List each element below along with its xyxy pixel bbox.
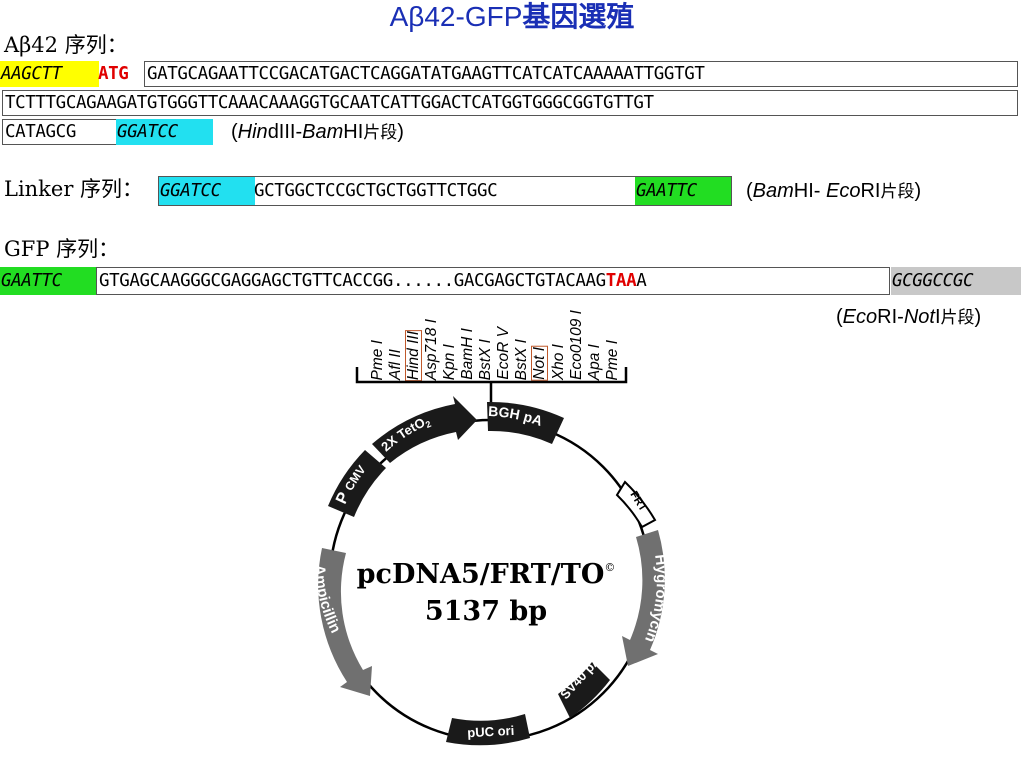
abeta-row-2: TCTTTGCAGAAGATGTGGGTTCAAACAAAGGTGCAATCAT… <box>2 90 1018 116</box>
noti-site-gfp: GCGGCCGC <box>891 267 1021 295</box>
frt-feature <box>615 480 657 529</box>
hygromycin-feature <box>622 530 665 666</box>
gfp-fragment-note: (EcoRI-NotI片段) <box>836 306 982 328</box>
abeta-seq-box-1: GATGCAGAATTCCGACATGACTCAGGATATGAAGTTCATC… <box>144 61 1018 87</box>
abeta-row-1: AAGCTT ATG GATGCAGAATTCCGACATGACTCAGGATA… <box>0 61 1020 87</box>
abeta-row-3: CATAGCG GGATCC <box>2 119 222 145</box>
linker-seq: GCTGGCTCCGCTGCTGGTTCTGGC <box>254 181 498 201</box>
gfp-row: GAATTC GTGAGCAAGGGCGAGGAGCTGTTCACCGG....… <box>0 267 1024 295</box>
start-codon: ATG <box>98 64 129 84</box>
gfp-seq-box: GTGAGCAAGGGCGAGGAGCTGTTCACCGG......GACGA… <box>96 267 890 295</box>
bamhi-site-linker: GGATCC <box>159 177 255 205</box>
page-title: Aβ42-GFP基因選殖 <box>0 0 1024 34</box>
plasmid-size: 5137 bp <box>425 596 547 627</box>
teto-feature <box>372 396 477 463</box>
plasmid-name: pcDNA5/FRT/TO© <box>357 559 616 590</box>
linker-row: GGATCC GCTGGCTCCGCTGCTGGTTCTGGC GAATTC <box>158 176 734 206</box>
abeta-seq-3: CATAGCG <box>5 122 76 142</box>
title-prefix: Aβ42-GFP <box>389 1 523 32</box>
gfp-seq: GTGAGCAAGGGCGAGGAGCTGTTCACCGG......GACGA… <box>99 271 606 291</box>
linker-box <box>158 176 732 206</box>
puc-label: pUC ori <box>467 723 515 740</box>
linker-fragment-note: (BamHI- EcoRI片段) <box>746 180 922 202</box>
ecori-site-linker: GAATTC <box>635 177 731 205</box>
ecori-site-gfp: GAATTC <box>0 267 97 295</box>
stop-codon: TAA <box>605 271 637 291</box>
linker-label: Linker 序列： <box>4 177 144 201</box>
abeta-fragment-note: (HindIII-BamHI片段) <box>231 121 404 143</box>
title-cjk: 基因選殖 <box>522 0 635 33</box>
puc-feature <box>446 714 530 746</box>
bgh-feature <box>487 401 564 444</box>
gfp-after: A <box>636 271 647 291</box>
abeta-label: Aβ42 序列： <box>4 33 128 57</box>
pcmv-feature <box>328 450 386 517</box>
abeta-seq-1: GATGCAGAATTCCGACATGACTCAGGATATGAAGTTCATC… <box>147 64 705 84</box>
ampicillin-feature <box>318 548 372 696</box>
bamhi-site-abeta: GGATCC <box>116 119 213 145</box>
hindiii-site: AAGCTT <box>0 61 99 87</box>
gfp-label: GFP 序列： <box>4 237 120 261</box>
abeta-seq-2: TCTTTGCAGAAGATGTGGGTTCAAACAAAGGTGCAATCAT… <box>5 93 654 113</box>
sv40-feature <box>558 662 610 718</box>
